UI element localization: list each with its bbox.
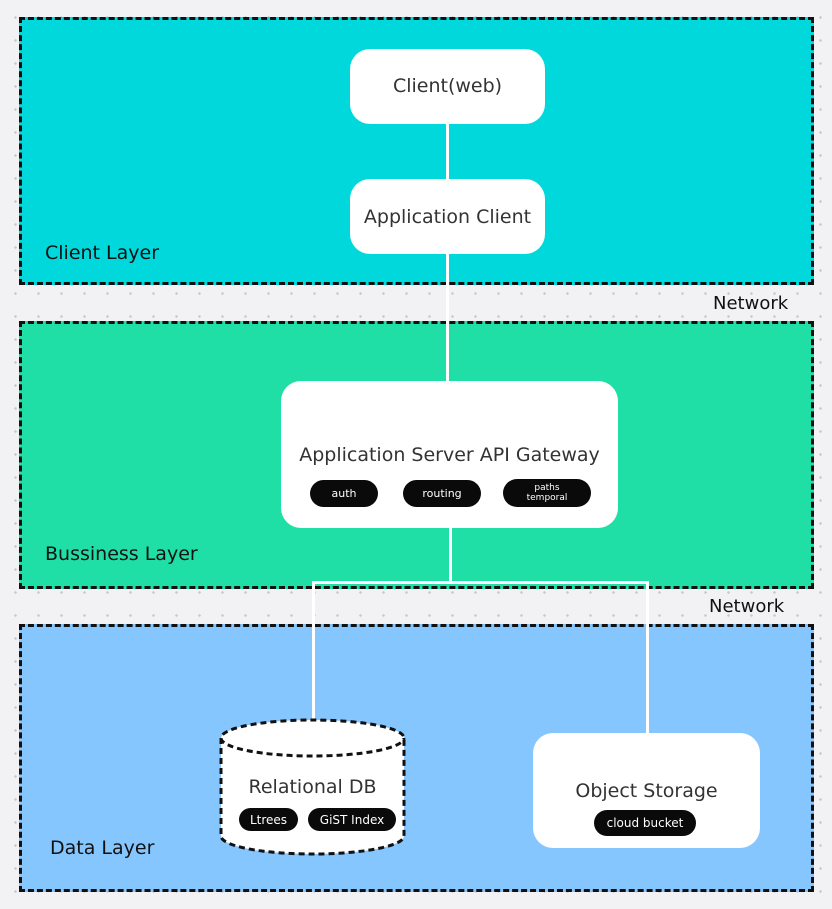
data-layer-label: Data Layer [50, 837, 155, 859]
object-storage-node[interactable]: Object Storage cloud bucket [533, 733, 760, 848]
object-storage-title: Object Storage [575, 780, 718, 802]
network-label-1: Network [713, 293, 789, 314]
connector-to-object-storage [646, 581, 649, 737]
tag-ltrees: Ltrees [239, 808, 298, 831]
tag-cloud-bucket: cloud bucket [594, 810, 696, 836]
client-web-node[interactable]: Client(web) [350, 49, 545, 124]
connector-to-relational-db [312, 581, 315, 725]
tag-gist-index: GiST Index [308, 808, 396, 831]
connector-horizontal-bus [312, 581, 649, 584]
connector-gateway-down [449, 524, 452, 582]
connector-app-client-to-gateway [446, 250, 449, 386]
tag-auth: auth [310, 480, 378, 507]
connector-web-to-app-client [446, 120, 449, 184]
network-label-2: Network [709, 596, 785, 617]
client-layer-label: Client Layer [45, 242, 160, 264]
tag-paths: paths [534, 483, 560, 493]
application-client-title: Application Client [363, 206, 532, 228]
relational-db-title: Relational DB [248, 776, 377, 798]
business-layer-label: Bussiness Layer [45, 543, 198, 565]
client-web-title: Client(web) [392, 75, 503, 97]
api-gateway-node[interactable]: Application Server API Gateway auth rout… [281, 381, 618, 528]
application-client-node[interactable]: Application Client [350, 179, 545, 254]
api-gateway-title: Application Server API Gateway [299, 444, 600, 466]
tag-routing: routing [403, 480, 481, 507]
tag-temporal: temporal [526, 493, 568, 503]
tag-paths-temporal: paths temporal [503, 479, 591, 507]
